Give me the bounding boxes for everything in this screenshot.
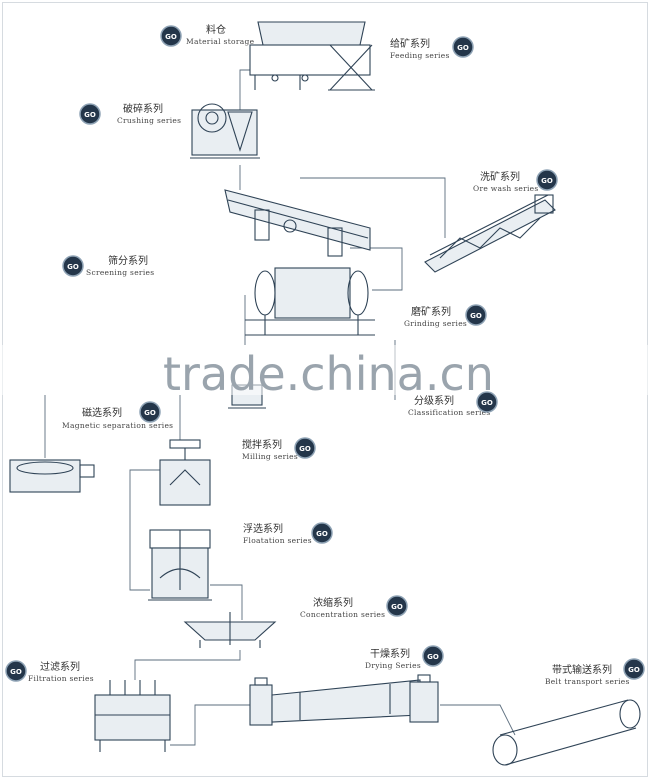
label-cn: 筛分系列 [108, 254, 148, 267]
label-floatation: 浮选系列 Floatation series GO [243, 522, 333, 545]
go-badge-text: GO [299, 445, 311, 453]
go-badge-text: GO [457, 44, 469, 52]
label-en: Floatation series [243, 536, 312, 545]
label-feeding: 给矿系列 Feeding series GO [390, 36, 474, 60]
label-grinding: 磨矿系列 Grinding series GO [404, 304, 487, 328]
crusher-machine [190, 103, 260, 159]
label-cn: 浮选系列 [243, 522, 283, 535]
filter-machine [94, 680, 171, 752]
label-en: Magnetic separation series [62, 421, 173, 430]
line-conc-filtration [134, 650, 241, 680]
watermark: trade.china.cn [0, 345, 650, 401]
label-en: Milling series [242, 452, 298, 461]
screening-machine [224, 189, 371, 257]
go-badge-text: GO [84, 111, 96, 119]
go-badge-text: GO [470, 312, 482, 320]
label-crushing: GO 破碎系列 Crushing series [79, 102, 181, 125]
line-screening-orewash [300, 177, 446, 238]
label-concentration: 浓缩系列 Concentration series GO [300, 595, 408, 619]
label-material-storage: GO 料仓 Material storage [160, 23, 255, 47]
agitation-tank-machine [159, 439, 211, 506]
go-badge-icon[interactable] [476, 391, 498, 413]
label-cn: 干燥系列 [370, 647, 410, 660]
label-drying: 干燥系列 Drying Series GO [365, 645, 444, 670]
go-badge-text: GO [427, 653, 439, 661]
go-badge-icon[interactable] [79, 103, 101, 125]
go-badge-text: GO [316, 530, 328, 538]
dryer-machine [249, 674, 439, 726]
label-cn: 带式输送系列 [552, 663, 612, 676]
ore-wash-machine [424, 194, 556, 273]
go-badge-icon[interactable] [5, 660, 27, 682]
label-cn: 洗矿系列 [480, 170, 520, 183]
label-en: Ore wash series [473, 184, 539, 193]
label-cn: 过滤系列 [40, 660, 80, 673]
go-badge-icon[interactable] [623, 658, 645, 680]
label-en: Grinding series [404, 319, 467, 328]
ball-mill-machine [245, 267, 375, 336]
label-magnetic: 磁选系列 Magnetic separation series GO [62, 401, 173, 430]
label-en: Filtration series [28, 674, 94, 683]
go-badge-icon[interactable] [386, 595, 408, 617]
floatation-cell-machine [148, 529, 212, 601]
go-badge-icon[interactable] [465, 304, 487, 326]
line-storage-crushing [232, 69, 250, 111]
line-filtration-drying [170, 704, 250, 746]
label-classification: 分级系列 Classification series GO [408, 391, 498, 417]
go-badge-icon[interactable] [311, 522, 333, 544]
label-milling: 搅拌系列 Milling series GO [242, 437, 316, 461]
go-badge-text: GO [165, 33, 177, 41]
go-badge-icon[interactable] [536, 169, 558, 191]
label-filtration: GO 过滤系列 Filtration series [5, 660, 94, 683]
material-storage-machine [249, 21, 375, 91]
label-en: Concentration series [300, 610, 385, 619]
thickener-machine [183, 612, 277, 648]
label-cn: 磁选系列 [82, 406, 122, 419]
label-en: Classification series [408, 408, 491, 417]
go-badge-text: GO [144, 409, 156, 417]
label-cn: 分级系列 [414, 394, 454, 407]
label-en: Material storage [186, 37, 255, 46]
label-belt: 带式输送系列 Belt transport series GO [545, 658, 645, 686]
label-cn: 搅拌系列 [242, 438, 282, 451]
watermark-text: trade.china.cn [163, 347, 494, 401]
label-en: Feeding series [390, 51, 450, 60]
go-badge-text: GO [481, 399, 493, 407]
label-cn: 给矿系列 [390, 37, 430, 50]
line-milling-floatation [129, 469, 165, 591]
go-badge-icon[interactable] [139, 401, 161, 423]
label-en: Belt transport series [545, 677, 630, 686]
label-cn: 浓缩系列 [313, 596, 353, 609]
line-screening-grinding [350, 247, 403, 291]
go-badge-text: GO [541, 177, 553, 185]
label-ore-wash: 洗矿系列 Ore wash series GO [473, 169, 558, 193]
label-en: Screening series [86, 268, 154, 277]
label-en: Crushing series [117, 116, 181, 125]
label-en: Drying Series [365, 661, 421, 670]
go-badge-text: GO [628, 666, 640, 674]
go-badge-text: GO [67, 263, 79, 271]
label-screening: GO 筛分系列 Screening series [62, 254, 154, 277]
flow-lines [44, 69, 516, 746]
belt-conveyor-machine [492, 699, 641, 766]
go-badge-text: GO [391, 603, 403, 611]
go-badge-icon[interactable] [160, 25, 182, 47]
label-cn: 料仓 [206, 23, 226, 36]
label-cn: 破碎系列 [123, 102, 163, 115]
go-badge-icon[interactable] [422, 645, 444, 667]
go-badge-text: GO [10, 668, 22, 676]
go-badge-icon[interactable] [62, 255, 84, 277]
go-badge-icon[interactable] [294, 437, 316, 459]
line-floatation-conc [210, 584, 243, 620]
magnetic-separator-machine [9, 459, 95, 493]
label-cn: 磨矿系列 [411, 305, 451, 318]
line-drying-belt [440, 704, 516, 736]
go-badge-icon[interactable] [452, 36, 474, 58]
